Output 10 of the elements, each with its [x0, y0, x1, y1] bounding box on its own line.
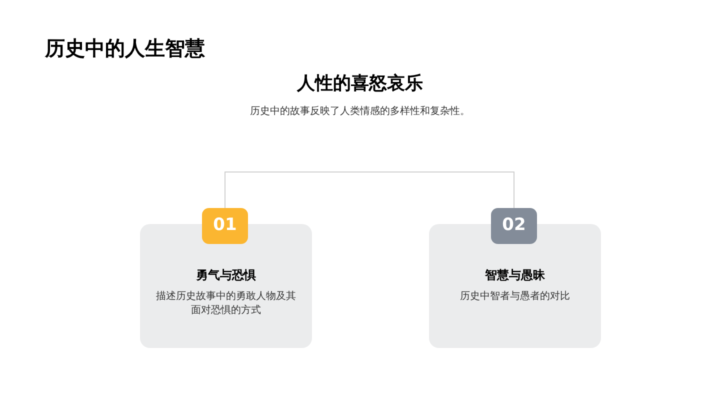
connector-line: [224, 172, 514, 208]
number-badge: 02: [491, 208, 537, 244]
card-description: 描述历史故事中的勇敢人物及其面对恐惧的方式: [155, 290, 297, 318]
section-heading: 人性的喜怒哀乐: [297, 72, 423, 96]
page-title: 历史中的人生智慧: [45, 35, 205, 62]
subtitle: 历史中的故事反映了人类情感的多样性和复杂性。: [250, 104, 470, 119]
card-heading: 勇气与恐惧: [196, 267, 256, 284]
number-badge: 01: [202, 208, 248, 244]
card-heading: 智慧与愚昧: [485, 267, 545, 284]
card-description: 历史中智者与愚者的对比: [460, 290, 570, 304]
